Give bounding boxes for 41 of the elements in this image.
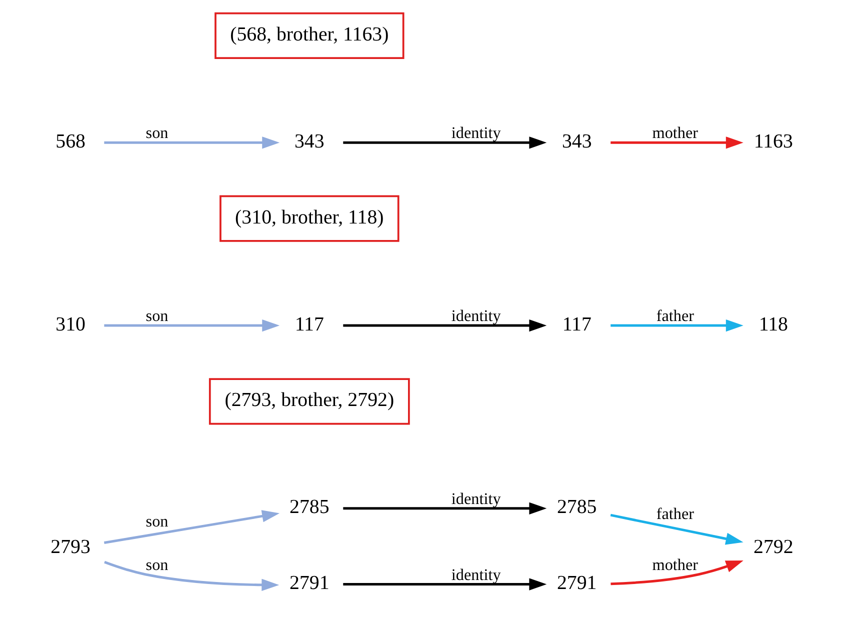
edge-label: son [145, 556, 168, 574]
node-box: (310, brother, 118) [219, 195, 399, 242]
node-text: 2793 [50, 536, 90, 558]
edge-label: son [145, 513, 168, 530]
node-text: 2792 [753, 536, 793, 558]
edge-label: identity [450, 566, 500, 584]
arrow [342, 319, 546, 332]
arrow [103, 510, 280, 544]
arrow [610, 136, 743, 149]
arrow [610, 560, 743, 586]
node-text: 117 [294, 313, 324, 336]
edge-label: father [656, 308, 694, 326]
node-box: (2793, brother, 2792) [208, 378, 410, 425]
node-text: 343 [561, 130, 592, 152]
node-text: 343 [294, 130, 324, 152]
node-text: 568 [55, 130, 85, 152]
node-text: 117 [562, 313, 591, 336]
edge-label: son [145, 125, 168, 142]
edge-label: mother [652, 556, 698, 574]
arrow [610, 514, 743, 545]
node-text: 2785 [556, 496, 596, 518]
edge-label: son [145, 308, 168, 326]
node-text: 118 [758, 313, 788, 336]
node-box: (568, brother, 1163) [214, 12, 404, 60]
node-text: 2785 [289, 496, 329, 518]
arrow [342, 578, 546, 590]
arrow [104, 136, 280, 149]
node-text: 310 [55, 313, 85, 336]
edge-label: identity [450, 308, 500, 326]
edge-label: father [656, 506, 694, 523]
arrow [342, 502, 546, 515]
node-text: 2791 [289, 572, 329, 594]
edge-label: identity [450, 490, 500, 508]
arrow [342, 136, 546, 149]
node-text: 2791 [556, 572, 596, 594]
arrow [104, 319, 280, 332]
arrow [104, 560, 279, 592]
arrow [610, 319, 743, 332]
node-text: 1163 [753, 130, 792, 152]
edge-label: mother [652, 125, 698, 142]
edge-label: identity [450, 125, 500, 142]
